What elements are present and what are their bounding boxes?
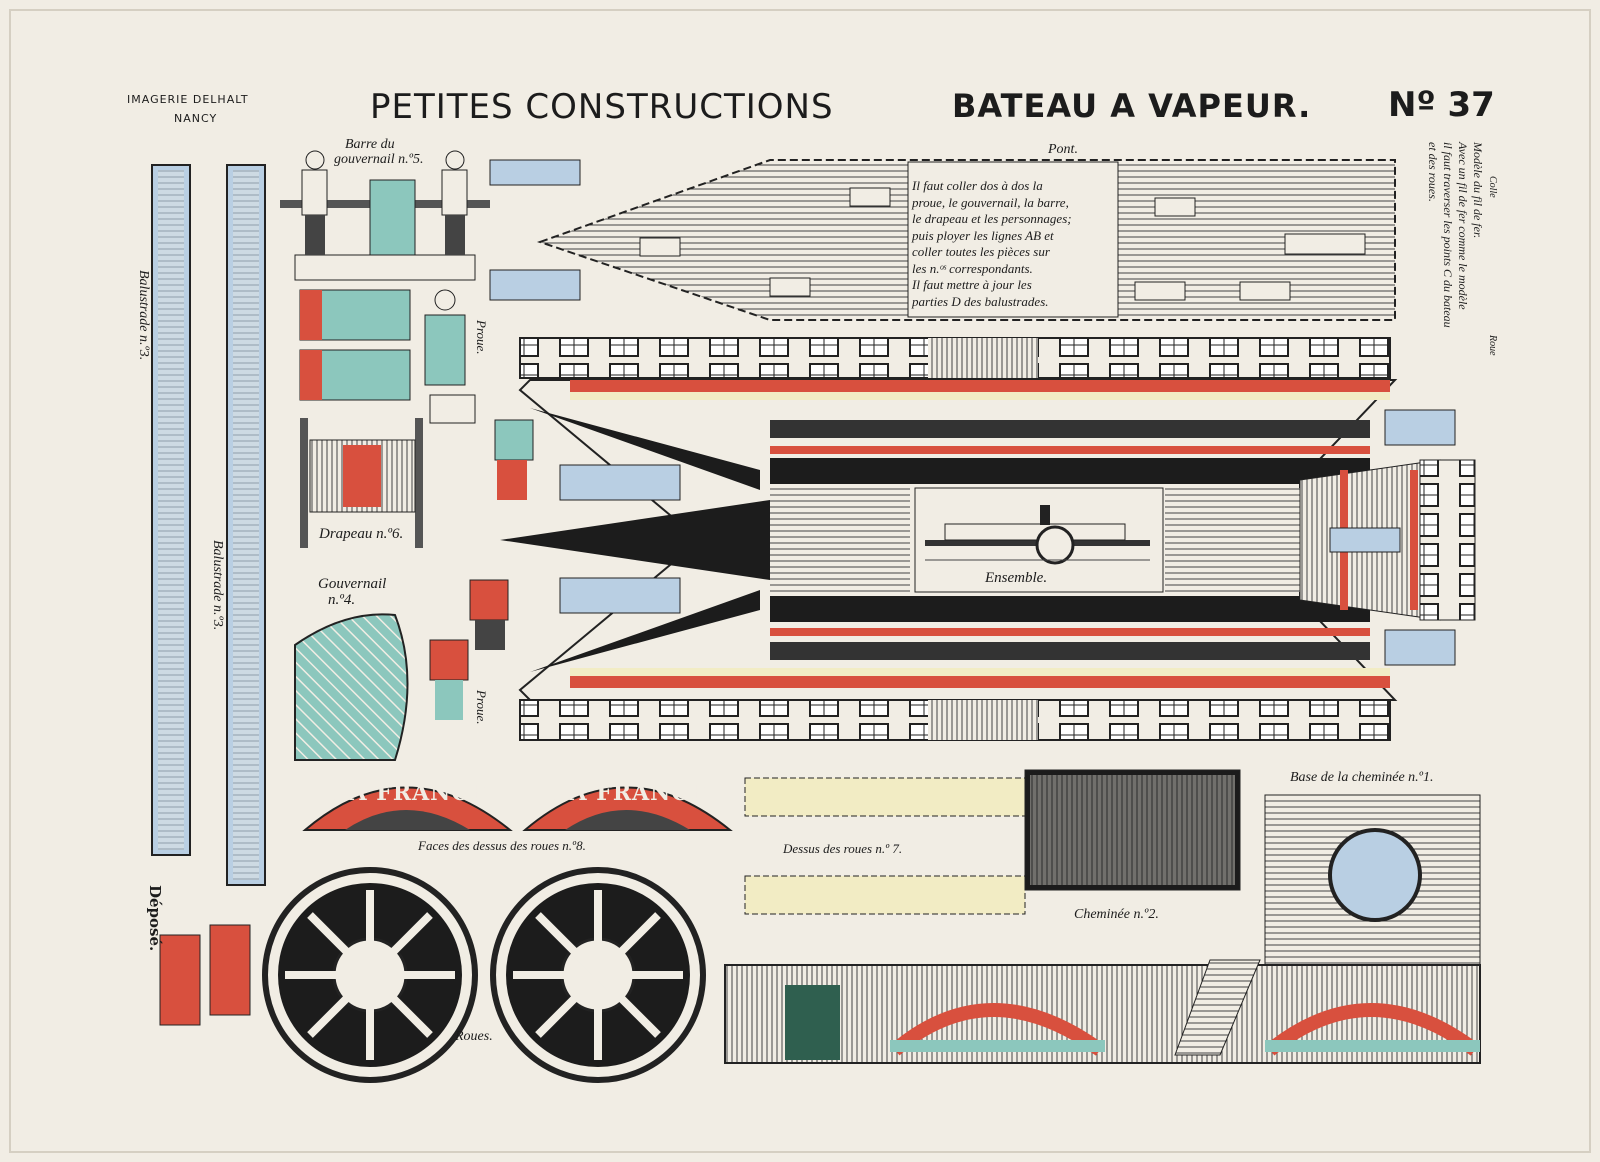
series-title: PETITES CONSTRUCTIONS <box>370 87 834 127</box>
rudder-label-2: n.º4. <box>328 592 356 608</box>
wheel-cover-name-1: LA FRANCE <box>333 780 488 806</box>
ensemble-steamboat-vignette <box>925 505 1150 565</box>
assembly-instructions: Il faut coller dos à dos la proue, le go… <box>912 178 1117 310</box>
helm-bar-label: Barre du <box>345 137 395 152</box>
helm-bar-label-2: gouvernail n.º5. <box>334 152 424 167</box>
depose-mark: Déposé. <box>146 885 164 952</box>
note-line: et des roues. <box>1426 142 1440 202</box>
wheel-top-label: Dessus des roues n.º 7. <box>783 841 903 856</box>
flag-label: Drapeau n.º6. <box>319 526 404 542</box>
deck-pont-piece <box>536 159 1396 321</box>
wheel-cover-label: Faces des dessus des roues n.º8. <box>418 838 586 853</box>
publisher-name: IMAGERIE DELHALT <box>127 93 249 106</box>
hull-lower-strip <box>519 699 1391 741</box>
plate-number: Nº 37 <box>1388 85 1495 125</box>
chimney-base-piece <box>1264 794 1481 966</box>
ensemble-label: Ensemble. <box>985 570 1048 586</box>
paddle-wheels <box>262 867 706 1083</box>
hull-upper-strip <box>519 337 1391 379</box>
note-line: Modèle du fil de fer. <box>1471 142 1485 239</box>
instruction-line: les n.ᵒˢ correspondants. <box>912 260 1033 276</box>
note-line: Avec un fil de fer comme le modèle <box>1456 142 1470 310</box>
wheel-cover-faces <box>302 786 733 831</box>
publisher-city: NANCY <box>174 112 218 125</box>
roue-label: Roue <box>1487 335 1498 356</box>
instruction-line: parties D des balustrades. <box>912 293 1049 309</box>
chimney-label: Cheminée n.º2. <box>1074 907 1159 922</box>
wire-model-note: Modèle du fil de fer. Avec un fil de fer… <box>1425 142 1485 412</box>
balustrade-label: Balustrade n.º3. <box>136 270 151 361</box>
wheel-cover-name-2: LA FRANCE <box>553 780 708 806</box>
balustrade-pieces <box>151 164 266 886</box>
instruction-line: Il faut coller dos à dos la <box>912 178 1043 193</box>
subject-title: BATEAU A VAPEUR. <box>952 87 1312 125</box>
prow-label-upper: Proue. <box>474 320 489 355</box>
flag-drapeau-piece <box>300 418 423 548</box>
prow-label-lower: Proue. <box>474 690 489 725</box>
instruction-line: proue, le gouvernail, la barre, <box>912 194 1069 210</box>
hull-main <box>500 379 1476 701</box>
chimney-cheminee-piece <box>1024 769 1241 891</box>
deckhouse-strip <box>724 959 1481 1064</box>
note-line: il faut traverser les points C du bateau <box>1441 142 1455 328</box>
rudder-gouvernail-piece <box>294 613 409 761</box>
rudder-label: Gouvernail <box>318 576 387 592</box>
wheel-tops-dessus <box>744 777 1026 915</box>
pont-label: Pont. <box>1048 142 1078 157</box>
helm-bar-with-sailors <box>280 150 490 281</box>
colle-label: Colle <box>1487 176 1498 198</box>
instruction-line: coller toutes les pièces sur <box>912 244 1050 259</box>
passenger-figures <box>159 159 1456 1026</box>
instruction-line: Il faut mettre à jour les <box>912 277 1032 292</box>
chimney-base-label: Base de la cheminée n.º1. <box>1290 770 1434 785</box>
instruction-line: le drapeau et les personnages; <box>912 211 1072 226</box>
wheels-label: Roues. <box>455 1029 493 1044</box>
instruction-line: puis ployer les lignes AB et <box>912 227 1054 243</box>
balustrade-label-2: Balustrade n.º3. <box>210 540 225 631</box>
